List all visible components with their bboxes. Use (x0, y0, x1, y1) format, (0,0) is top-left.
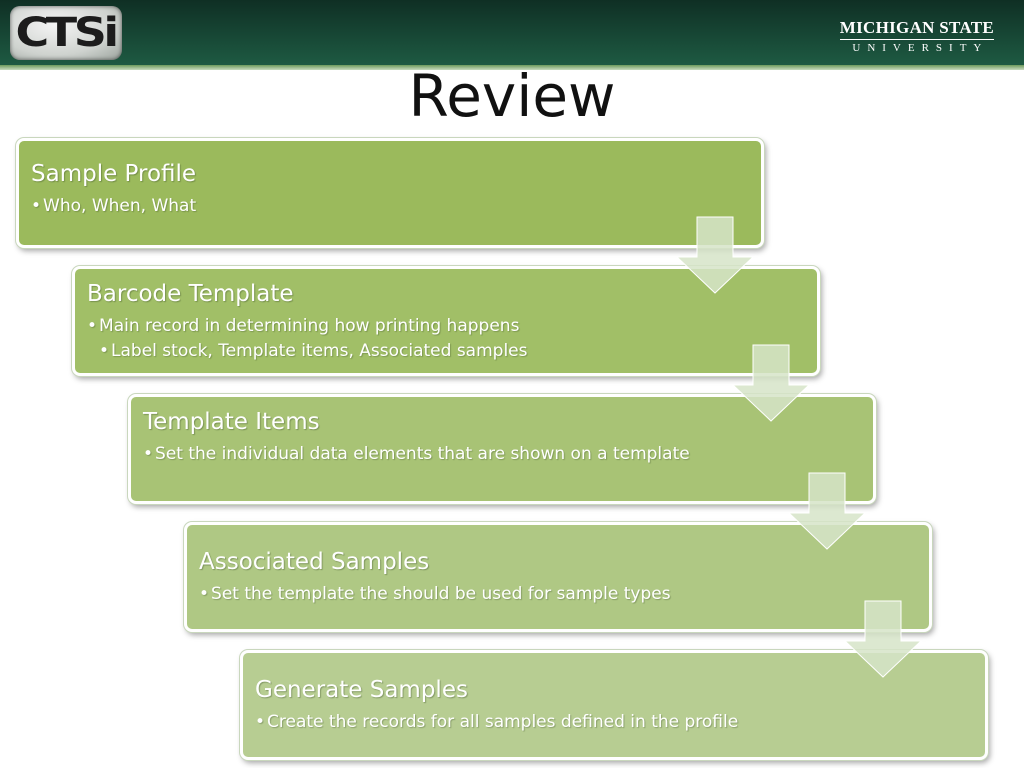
step-bullet: •Set the individual data elements that a… (143, 444, 690, 464)
bullet-dot: • (255, 712, 266, 732)
step-heading: Generate Samples (255, 677, 468, 703)
ctsi-logo-text: CTSi (15, 10, 120, 56)
step-bullet: •Set the template the should be used for… (199, 584, 671, 604)
step-heading: Barcode Template (87, 281, 294, 307)
ctsi-logo: CTSi (10, 6, 122, 60)
bullet-dot: • (99, 341, 110, 361)
step-bullet: •Who, When, What (31, 196, 197, 216)
step-bullet: •Main record in determining how printing… (87, 316, 520, 336)
step-heading: Associated Samples (199, 549, 430, 575)
step-sub-bullet: •Label stock, Template items, Associated… (99, 341, 528, 361)
bullet-dot: • (31, 196, 42, 216)
down-arrow-icon (731, 344, 811, 422)
step-barcode-template: Barcode Template •Main record in determi… (72, 266, 820, 376)
header-banner: CTSi MICHIGAN STATE UNIVERSITY (0, 0, 1024, 70)
step-sample-profile: Sample Profile •Who, When, What (16, 138, 764, 248)
down-arrow-icon (675, 216, 755, 294)
slide-title: Review (408, 62, 616, 130)
down-arrow-icon (787, 472, 867, 550)
step-heading: Template Items (143, 409, 320, 435)
down-arrow-icon (843, 600, 923, 678)
step-bullet: •Create the records for all samples defi… (255, 712, 739, 732)
step-associated-samples: Associated Samples •Set the template the… (184, 522, 932, 632)
msu-logo-bottom: UNIVERSITY (852, 42, 989, 54)
step-generate-samples: Generate Samples •Create the records for… (240, 650, 988, 760)
msu-logo-top: MICHIGAN STATE (839, 18, 994, 40)
bullet-dot: • (199, 584, 210, 604)
bullet-dot: • (87, 316, 98, 336)
msu-logo: MICHIGAN STATE UNIVERSITY (839, 18, 994, 54)
step-heading: Sample Profile (31, 161, 197, 187)
step-template-items: Template Items •Set the individual data … (128, 394, 876, 504)
bullet-dot: • (143, 444, 154, 464)
